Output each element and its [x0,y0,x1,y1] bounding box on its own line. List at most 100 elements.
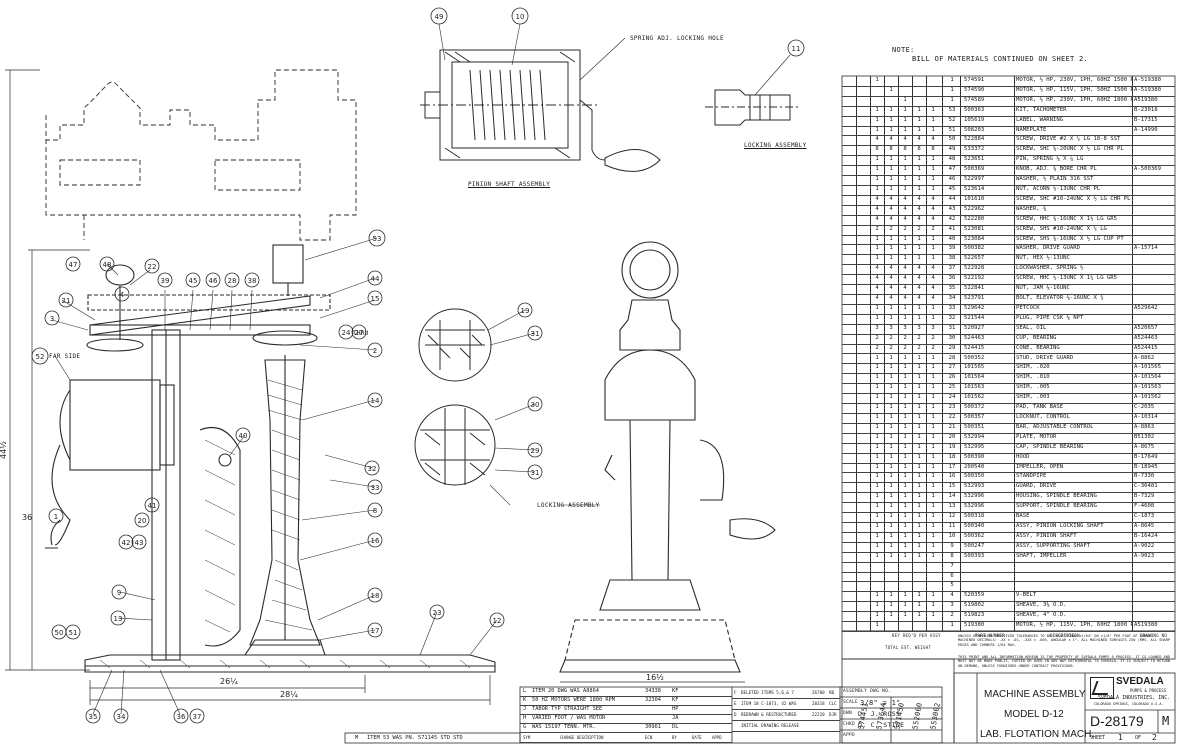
bom-qty: 2 [875,225,879,232]
bom-description: CUP, BEARING [1016,334,1057,341]
callout: 14 [371,397,380,405]
bom-qty: 1 [889,235,893,242]
title-line-1: MACHINE ASSEMBLY [984,689,1086,700]
bom-qty: 4 [875,136,879,143]
bom-qty: 1 [875,493,879,500]
bom-part-number: 522841 [964,285,985,292]
bom-qty: 1 [889,166,893,173]
bom-item-no: 41 [948,225,956,232]
bom-part-number: 101562 [964,394,985,401]
bom-drawing-no: A520657 [1134,324,1158,331]
company-logo [1090,677,1114,699]
rev-by: HP [672,706,679,712]
bom-qty: 8 [903,146,907,153]
bom-description: NAMEPLATE [1016,126,1047,133]
bom-item-no: 16 [948,473,956,480]
bom-qty: 1 [931,374,935,381]
bom-item-no: 30 [948,334,956,341]
bom-qty: 1 [931,235,935,242]
bom-description: BASE [1016,513,1030,520]
bom-item-no: 23 [948,404,956,411]
rev-ecn: 22220 [812,712,825,717]
bom-qty: 1 [917,503,921,510]
bom-drawing-no: A-8675 [1134,443,1155,450]
bom-qty: 1 [903,106,907,113]
callout: 49 [435,13,444,21]
bom-qty: 1 [917,453,921,460]
bom-qty: 1 [931,602,935,609]
bom-qty: 4 [875,295,879,302]
callout: 39 [161,277,170,285]
bom-part-number: 500357 [964,413,985,420]
bom-qty: 1 [917,176,921,183]
bom-item-no: 43 [948,205,956,212]
bom-qty: 1 [889,314,893,321]
bom-qty: 2 [903,334,907,341]
chkd-label: CHKD [843,722,856,727]
bom-qty: 1 [875,364,879,371]
bom-item-no: 2 [950,612,954,619]
bom-qty: 1 [875,394,879,401]
rev-description: TABOR TYP STRAIGHT SEE [532,706,603,712]
bom-description: MOTOR, ½ HP, 230V, 1PH, 60HZ 1500 RPM TE… [1016,77,1132,83]
bom-qty: 1 [917,374,921,381]
bom-qty: 1 [917,245,921,252]
bom-qty: 1 [917,522,921,529]
bom-drawing-no: C-1873 [1134,513,1155,520]
bom-qty: 1 [903,255,907,262]
rev-header-appd: APPD [712,735,722,740]
bom-item-no: 7 [950,562,954,569]
bom-qty: 4 [931,205,935,212]
bom-item-no: 25 [948,384,956,391]
bom-qty: 4 [917,275,921,282]
bom-part-number: 522962 [964,205,985,212]
callout: 4 [120,291,125,299]
bom-qty: 1 [917,552,921,559]
company-city: COLORADO SPRINGS, COLORADO U.S.A. [1094,702,1164,706]
bom-description: SHIM, .020 [1016,364,1050,371]
rev-header-ecn: ECN [645,735,653,740]
bom-item-no: 3 [950,602,954,609]
bom-qty: 1 [875,77,879,83]
bom-qty: 4 [889,285,893,292]
rev-ecn: 34338 [645,688,661,694]
callout: 47 [69,261,78,269]
bom-qty: 1 [931,166,935,173]
bom-item-no: 39 [948,245,956,252]
bom-description: SCREW, SHC ⅝-20UNC X ½ LG CHR PL [1016,146,1124,153]
bom-description: WASHER, ½ PLAIN 316 SST [1016,176,1094,183]
bom-qty: 1 [931,612,935,619]
callout: 53 [373,235,382,243]
bom-part-number: 523651 [964,156,985,163]
bom-qty: 1 [875,503,879,510]
bom-item-no: 44 [948,195,956,202]
bom-qty: 8 [931,146,935,153]
bom-qty: 4 [903,136,907,143]
bom-description: MOTOR, ½ HP, 230V, 1PH, 60HZ 1800 RPM TE… [1016,96,1132,103]
scale-label: SCALE [843,700,859,705]
bom-qty: 1 [889,423,893,430]
bom-qty: 1 [931,245,935,252]
bom-description: PLUG, PIPE CSK ⅛ NPT [1016,314,1084,321]
bom-item-no: 45 [948,186,956,193]
callout: 50 [55,629,64,637]
bom-part-number: 522997 [964,176,985,183]
bom-qty: 1 [931,503,935,510]
bom-description: SCREW, SHS #10-24UNC X ¼ LG [1016,225,1107,232]
bom-description: NUT, ACORN ½-13UNC CHR PL [1016,186,1101,193]
bom-qty: 1 [875,532,879,539]
bom-part-number: 532994 [964,433,985,440]
bom-part-number: 523084 [964,235,985,242]
